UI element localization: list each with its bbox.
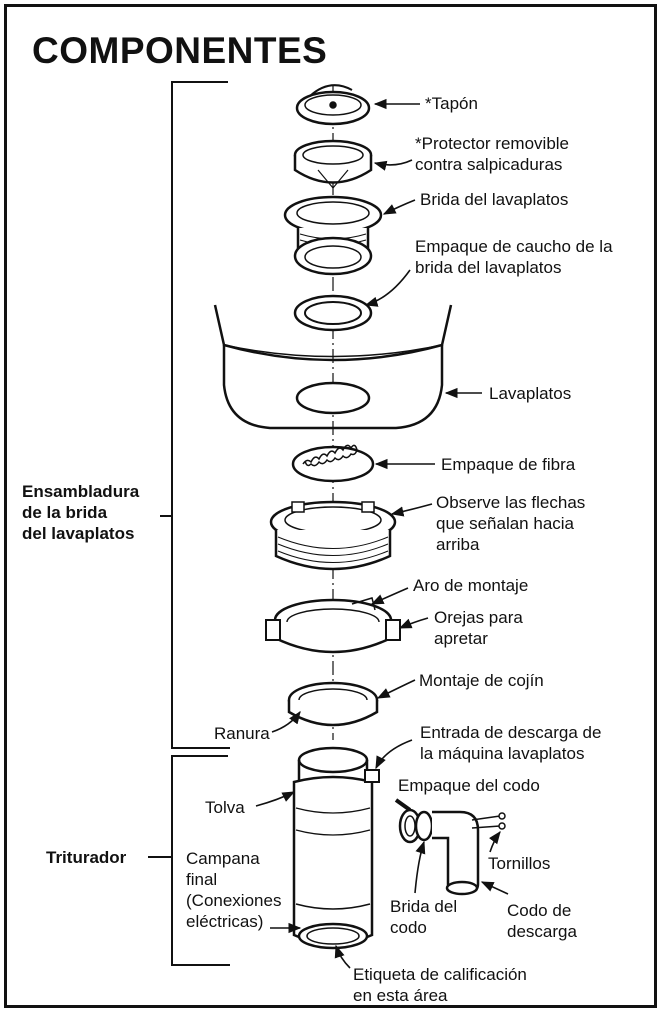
label-line: Brida del [390,897,458,916]
leader-dishwasher-inlet [375,739,413,770]
sink-flange-part [283,195,383,276]
label-sink: Lavaplatos [489,384,572,403]
label-stopper: *Tapón [425,94,478,113]
label-line: contra salpicaduras [415,155,563,174]
leader-tightening-ears [398,617,429,629]
label-line: apretar [434,629,488,648]
leader-rubber-gasket [364,269,411,307]
label-splash-guard: *Protector removible contra salpicaduras [415,133,569,175]
label-elbow-flange: Brida del codo [390,896,457,938]
group-label-line: de la brida [22,503,108,522]
leader-screws [488,830,501,853]
bracket-flange-assembly [171,81,230,749]
label-arrows-note: Observe las flechas que señalan hacia ar… [436,492,585,555]
label-fiber-gasket: Empaque de fibra [441,455,576,474]
backup-ring-part [269,500,397,571]
label-line: descarga [507,922,577,941]
label-line: en esta área [353,986,448,1005]
fiber-gasket-part [291,444,375,483]
label-dishwasher-inlet: Entrada de descarga de la máquina lavapl… [420,722,601,764]
label-rubber-gasket: Empaque de caucho de la brida del lavapl… [415,236,613,278]
group-label-line: del lavaplatos [22,524,135,543]
label-line: codo [390,918,427,937]
leader-hopper [255,791,296,807]
leader-splash-guard [373,159,413,171]
leader-arrows-note [390,503,433,517]
leader-elbow-flange [414,840,426,894]
leader-cushion-mount [376,679,416,699]
disposer-part [292,746,380,950]
label-elbow-gasket: Empaque del codo [398,776,540,795]
label-line: que señalan hacia [436,514,575,533]
discharge-elbow-assembly [394,798,506,896]
sink-basin-part [213,304,453,430]
label-line: Entrada de descarga de [420,723,602,742]
label-line: Campana [186,849,260,868]
leader-discharge-elbow [480,881,509,895]
label-tightening-ears: Orejas para apretar [434,607,523,649]
group-label-line: Ensambladura [22,482,140,501]
mounting-ring-part [265,597,401,654]
splash-guard-part [293,139,373,189]
label-groove: Ranura [214,724,270,743]
label-line: *Protector removible [415,134,570,153]
label-rating-label: Etiqueta de calificación en esta área [353,964,527,1006]
leader-sink-flange [382,199,416,215]
label-line: la máquina lavaplatos [420,744,585,763]
label-screws: Tornillos [488,854,551,873]
label-line: Etiqueta de calificación [353,965,527,984]
label-line: eléctricas) [186,912,264,931]
label-end-bell: Campana final (Conexiones eléctricas) [186,848,281,932]
label-line: Orejas para [434,608,523,627]
label-line: Codo de [507,901,572,920]
bracket-disposer [171,755,230,966]
rubber-gasket-part [293,294,373,332]
cushion-mount-part [287,681,379,727]
group-label-sink-flange-assembly: Ensambladura de la brida del lavaplatos [22,481,139,544]
label-hopper: Tolva [205,798,245,817]
label-line: brida del lavaplatos [415,258,562,277]
label-cushion-mount: Montaje de cojín [419,671,544,690]
label-mounting-ring: Aro de montaje [413,576,529,595]
page-title: COMPONENTES [32,30,328,71]
label-sink-flange: Brida del lavaplatos [420,190,569,209]
label-line: final [186,870,218,889]
stopper-part [295,84,371,126]
label-line: Observe las flechas [436,493,586,512]
label-line: Empaque de caucho de la [415,237,613,256]
label-line: arriba [436,535,480,554]
group-label-disposer: Triturador [46,848,127,867]
leader-groove [271,710,301,733]
label-line: (Conexiones [186,891,282,910]
label-discharge-elbow: Codo de descarga [507,900,577,942]
diagram-frame [4,4,657,1008]
leader-mounting-ring [370,587,409,605]
leader-rating-label [334,944,351,969]
